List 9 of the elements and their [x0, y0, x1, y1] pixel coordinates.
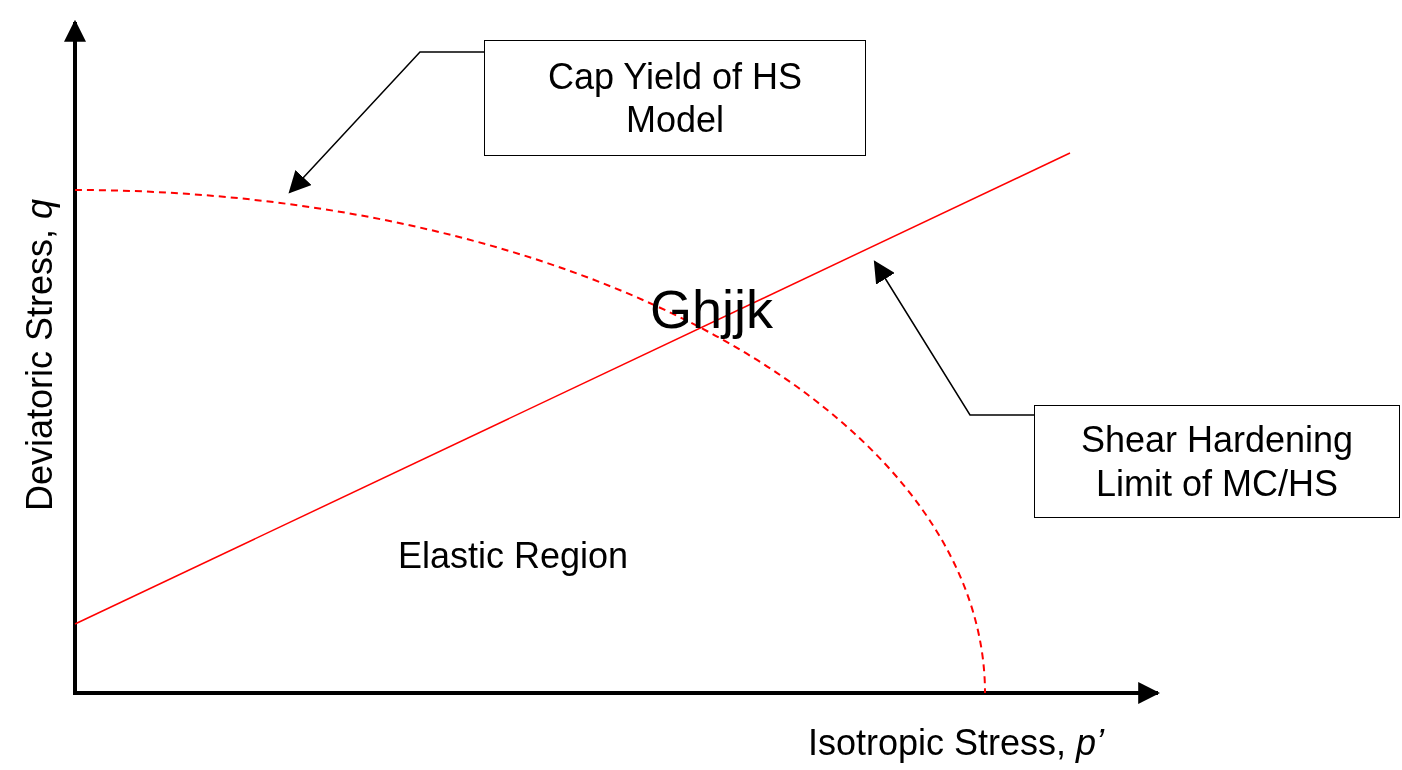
callout-text: Cap Yield of HS Model — [546, 54, 804, 142]
callout-box — [484, 40, 866, 156]
axis-title: Isotropic Stress, p’ — [808, 722, 1105, 764]
callout-box — [1034, 405, 1400, 518]
plot-label: Elastic Region — [398, 535, 629, 577]
yield-curve — [74, 189, 986, 694]
callout-text: Shear Hardening Limit of MC/HS — [1079, 418, 1355, 505]
axis-title: Deviatoric Stress, q — [19, 198, 61, 512]
limit-line — [74, 152, 1071, 625]
